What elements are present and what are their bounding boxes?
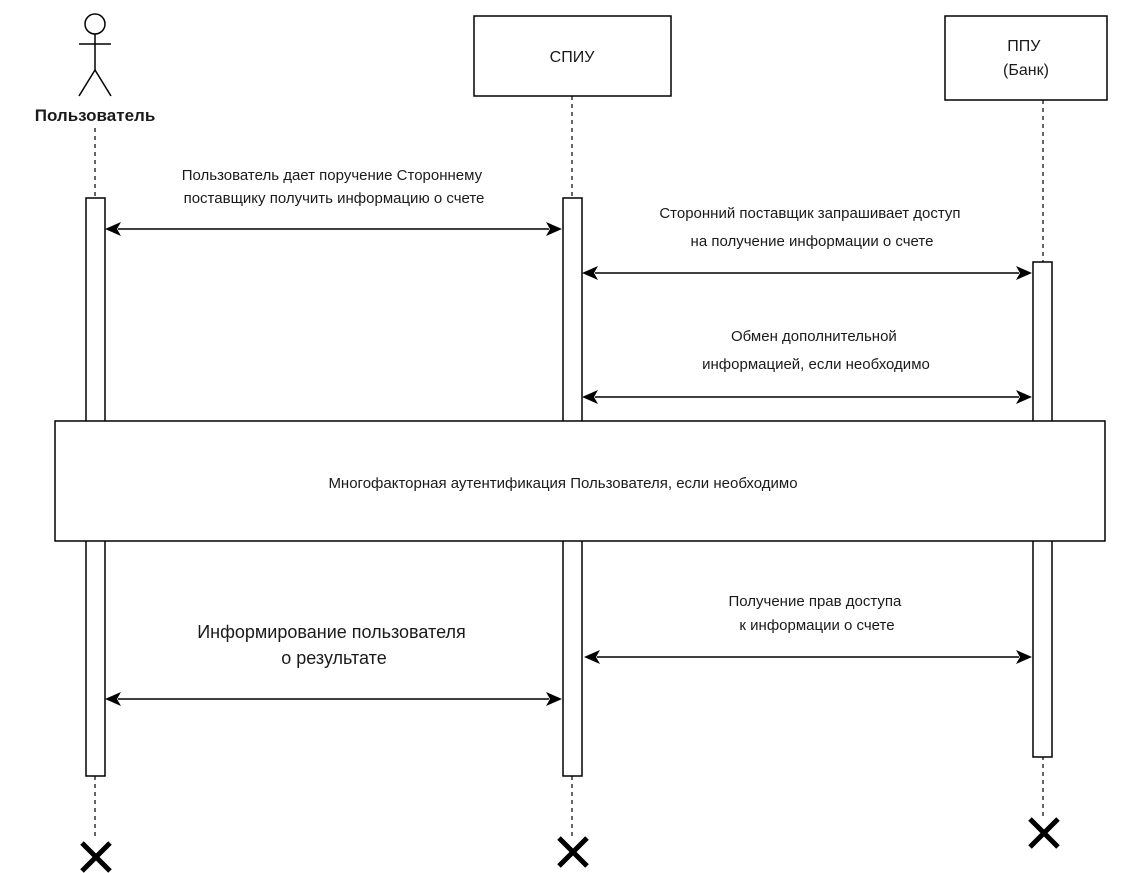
message-5-label-line: Информирование пользователя (197, 622, 466, 642)
message-1-label-line: поставщику получить информацию о счете (184, 190, 485, 207)
participant-ppu-label-line: ППУ (1007, 38, 1041, 55)
authentication-note-box (54, 420, 1106, 542)
message-1-arrow (105, 222, 562, 236)
participant-ppu-box (944, 15, 1108, 101)
message-5-label-line: о результате (281, 648, 386, 668)
destroy-user-icon (80, 841, 112, 873)
message-3-label-line: Обмен дополнительной (731, 328, 897, 345)
user-actor-icon (78, 13, 112, 97)
message-1-label: Пользователь дает поручение Стороннему п… (182, 167, 487, 207)
message-5-arrow (105, 692, 562, 706)
message-1-label-line: Пользователь дает поручение Стороннему (182, 167, 483, 184)
participant-ppu-label-line: (Банк) (1003, 62, 1049, 79)
message-4-label-line: Получение прав доступа (728, 593, 902, 610)
message-2-label: Сторонний поставщик запрашивает доступ н… (659, 205, 964, 250)
message-4-label: Получение прав доступа к информации о сч… (728, 593, 905, 634)
message-3-label: Обмен дополнительной информацией, если н… (702, 328, 930, 373)
authentication-note-text: Многофакторная аутентификация Пользовате… (328, 475, 797, 492)
message-2-arrow (582, 266, 1032, 280)
destroy-spiu-icon (557, 836, 589, 868)
message-4-arrow (584, 650, 1032, 664)
participant-spiu-box (473, 15, 672, 97)
message-3-arrow (582, 390, 1032, 404)
destroy-ppu-icon (1028, 817, 1060, 849)
message-2-label-line: на получение информации о счете (691, 233, 934, 250)
message-4-label-line: к информации о счете (739, 617, 894, 634)
message-2-label-line: Сторонний поставщик запрашивает доступ (659, 205, 960, 222)
participant-ppu-label: ППУ (Банк) (1003, 38, 1049, 79)
participant-spiu-label: СПИУ (550, 49, 596, 66)
message-5-label: Информирование пользователя о результате (197, 622, 471, 668)
message-3-label-line: информацией, если необходимо (702, 356, 930, 373)
participant-user-label: Пользователь (35, 106, 156, 125)
